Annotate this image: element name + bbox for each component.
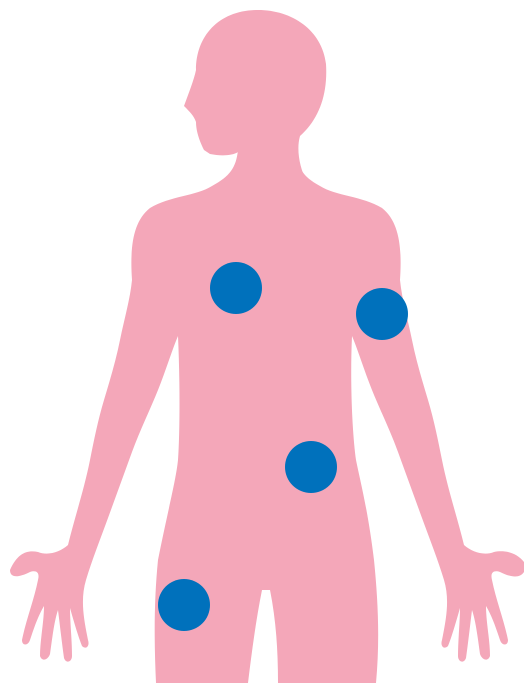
- torso: [10, 150, 524, 683]
- marker-upper-chest: [210, 262, 262, 314]
- marker-upper-arm: [356, 288, 408, 340]
- body-silhouette: [10, 10, 524, 683]
- marker-abdomen: [285, 441, 337, 493]
- marker-thigh: [158, 579, 210, 631]
